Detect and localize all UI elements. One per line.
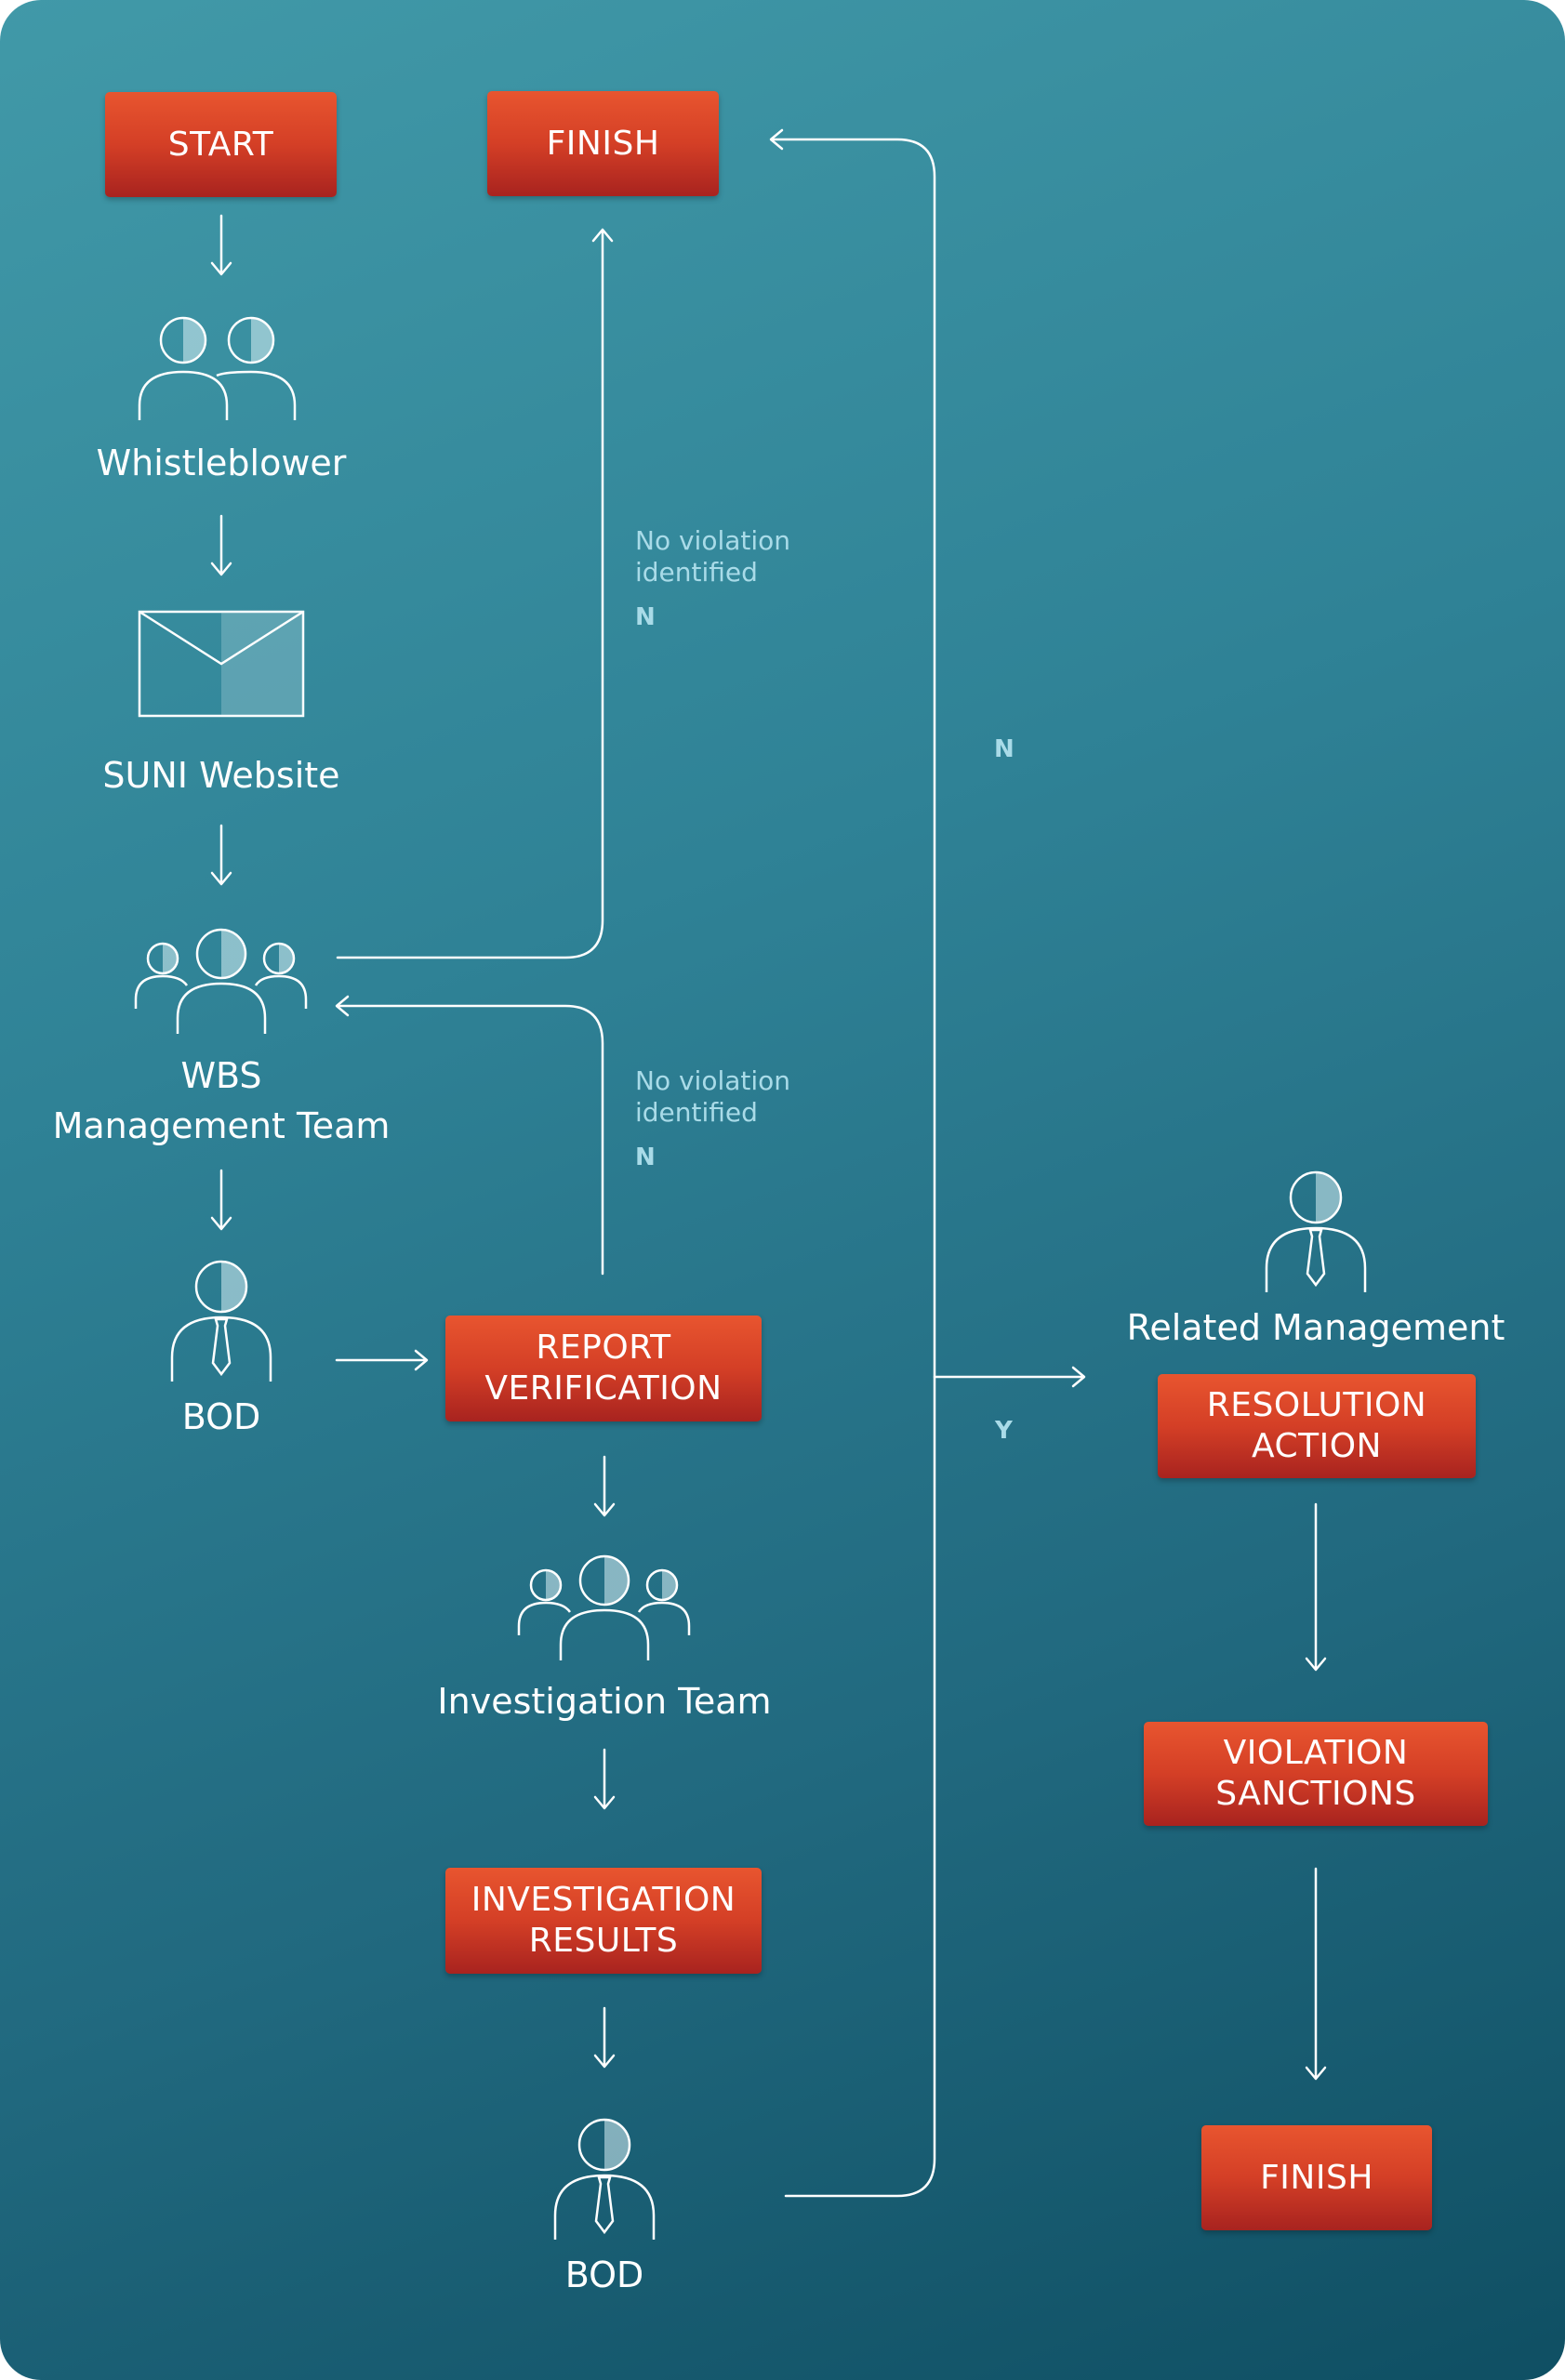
whistleblower-label: Whistleblower — [96, 443, 347, 483]
finish-box-bottom: FINISH — [1201, 2125, 1432, 2230]
arrow-whistleblower-to-website — [210, 514, 232, 576]
start-label: START — [167, 125, 274, 164]
no-violation-note-top: No violation identified — [635, 525, 790, 588]
two-people-icon — [138, 316, 297, 420]
arrow-website-to-wbs — [210, 824, 232, 886]
no-violation-note-bottom: No violation identified — [635, 1065, 790, 1129]
finish-label-top: FINISH — [546, 124, 660, 163]
bod-label-left: BOD — [181, 1396, 261, 1437]
no-violation-note-bottom-line1: No violation — [635, 1065, 791, 1096]
bod-label-bottom: BOD — [564, 2254, 644, 2295]
arrow-wbs-to-bod — [210, 1169, 232, 1231]
business-person-icon — [170, 1260, 272, 1382]
no-violation-note-top-line1: No violation — [635, 525, 791, 556]
report-verification-line1: REPORT — [536, 1329, 671, 1367]
arrow-start-to-whistleblower — [210, 214, 232, 276]
arrow-bod-to-report-verification — [335, 1349, 429, 1371]
no-violation-note-bottom-line2: identified — [635, 1097, 758, 1128]
arrow-verification-to-investigation-team — [593, 1455, 616, 1517]
arrow-verification-to-wbs — [335, 995, 604, 1276]
suni-website-label: SUNI Website — [102, 755, 340, 796]
arrow-results-to-bod — [593, 2006, 616, 2069]
bod-decision-no-flag: N — [994, 735, 1015, 763]
group-icon — [134, 928, 308, 1034]
resolution-action-box: RESOLUTION ACTION — [1158, 1374, 1476, 1478]
start-box: START — [105, 92, 337, 197]
finish-label-bottom: FINISH — [1260, 2158, 1373, 2197]
no-flag-top: N — [635, 603, 656, 631]
investigation-results-box: INVESTIGATION RESULTS — [445, 1868, 762, 1974]
wbs-team-label-line2: Management Team — [52, 1105, 391, 1146]
related-management-label: Related Management — [1126, 1307, 1505, 1348]
arrow-wbs-to-finish — [336, 228, 614, 959]
business-person-icon — [1265, 1170, 1367, 1292]
envelope-icon — [138, 610, 305, 718]
no-violation-note-top-line2: identified — [635, 557, 758, 588]
arrow-investigation-team-to-results — [593, 1748, 616, 1810]
group-icon — [517, 1554, 691, 1660]
arrow-resolution-to-sanctions — [1305, 1502, 1327, 1672]
investigation-results-line1: INVESTIGATION — [471, 1881, 736, 1919]
arrow-sanctions-to-finish — [1305, 1867, 1327, 2081]
violation-sanctions-line1: VIOLATION — [1223, 1734, 1409, 1772]
report-verification-line2: VERIFICATION — [484, 1369, 723, 1408]
investigation-results-line2: RESULTS — [528, 1922, 679, 1960]
resolution-action-line1: RESOLUTION — [1206, 1386, 1427, 1424]
violation-sanctions-line2: SANCTIONS — [1215, 1775, 1416, 1813]
violation-sanctions-box: VIOLATION SANCTIONS — [1144, 1722, 1488, 1826]
wbs-team-label-line1: WBS — [180, 1055, 262, 1096]
investigation-team-label: Investigation Team — [437, 1681, 772, 1722]
resolution-action-line2: ACTION — [1251, 1427, 1382, 1465]
no-flag-bottom: N — [635, 1144, 656, 1171]
finish-box-top: FINISH — [487, 91, 719, 196]
bod-decision-yes-flag: Y — [995, 1417, 1013, 1445]
business-person-icon — [553, 2118, 656, 2240]
report-verification-box: REPORT VERIFICATION — [445, 1316, 762, 1421]
arrow-bod-decision — [769, 128, 1086, 2198]
